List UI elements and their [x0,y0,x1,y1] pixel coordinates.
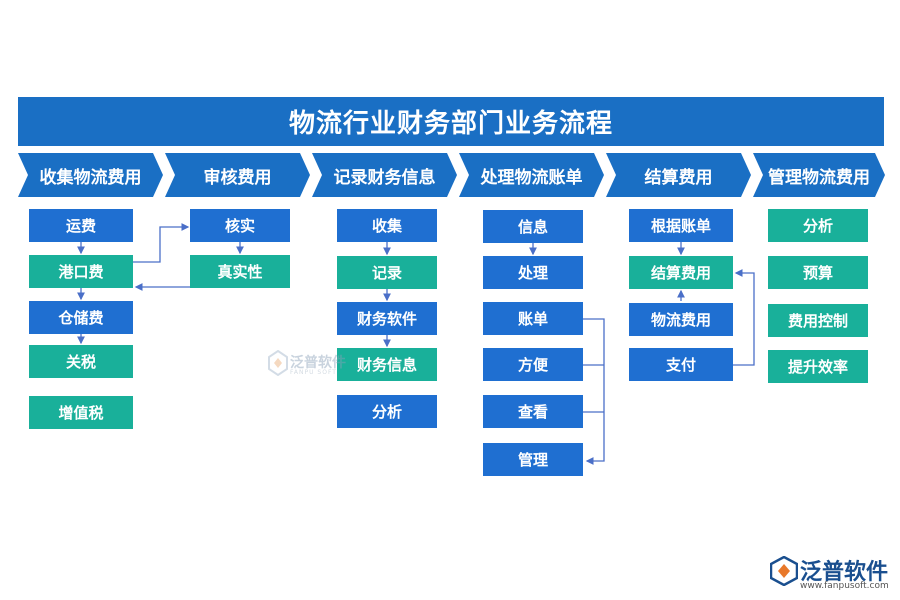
node-verify: 核实 [190,209,290,242]
watermark-sub: FANPU SOFT [290,369,337,376]
stage-header-review: 审核费用 [165,153,310,197]
node-cost-control: 费用控制 [768,304,868,337]
node-collect: 收集 [337,209,437,242]
stage-label: 审核费用 [203,167,272,188]
node-settle: 结算费用 [629,256,733,289]
node-freight: 运费 [29,209,133,242]
node-budget: 预算 [768,256,868,289]
brand-url: www.fanpusoft.com [800,581,889,591]
node-tariff: 关税 [29,345,133,378]
node-payment: 支付 [629,348,733,381]
stage-label: 管理物流费用 [768,167,870,188]
node-storage-fee: 仓储费 [29,301,133,334]
stage-header-process: 处理物流账单 [459,153,604,197]
node-vat: 增值税 [29,396,133,429]
node-manage: 管理 [483,443,583,476]
arrow-payment-settle [733,269,755,366]
node-per-bill: 根据账单 [629,209,733,242]
node-processing: 处理 [483,256,583,289]
node-information: 信息 [483,210,583,243]
node-port-fee: 港口费 [29,255,133,288]
arrow-bill-manage [583,318,605,465]
stage-label: 结算费用 [644,167,713,188]
brand-logo-icon [770,556,798,586]
stage-label: 记录财务信息 [333,167,436,188]
brand-logo: 泛普软件 www.fanpusoft.com [770,552,895,596]
node-finance-info: 财务信息 [337,348,437,381]
brand-name: 泛普软件 [800,560,889,585]
node-logistics-cost: 物流费用 [629,303,733,336]
watermark-name: 泛普软件 [290,355,346,371]
node-finance-software: 财务软件 [337,302,437,335]
node-convenient: 方便 [483,348,583,381]
node-bill: 账单 [483,302,583,335]
stage-header-collect: 收集物流费用 [18,153,163,197]
stage-label: 处理物流账单 [480,167,583,188]
node-analyze: 分析 [768,209,868,242]
stage-header-record: 记录财务信息 [312,153,457,197]
watermark: 泛普软件 FANPU SOFT [268,349,358,380]
node-view: 查看 [483,395,583,428]
stage-label: 收集物流费用 [39,167,142,188]
arrow-port-verify [133,223,190,263]
node-efficiency: 提升效率 [768,350,868,383]
node-analysis: 分析 [337,395,437,428]
stage-header-manage: 管理物流费用 [753,153,885,197]
watermark-icon [268,349,288,377]
node-authenticity: 真实性 [190,255,290,288]
diagram-title: 物流行业财务部门业务流程 [18,97,884,146]
node-record: 记录 [337,256,437,289]
stage-header-settle: 结算费用 [606,153,751,197]
